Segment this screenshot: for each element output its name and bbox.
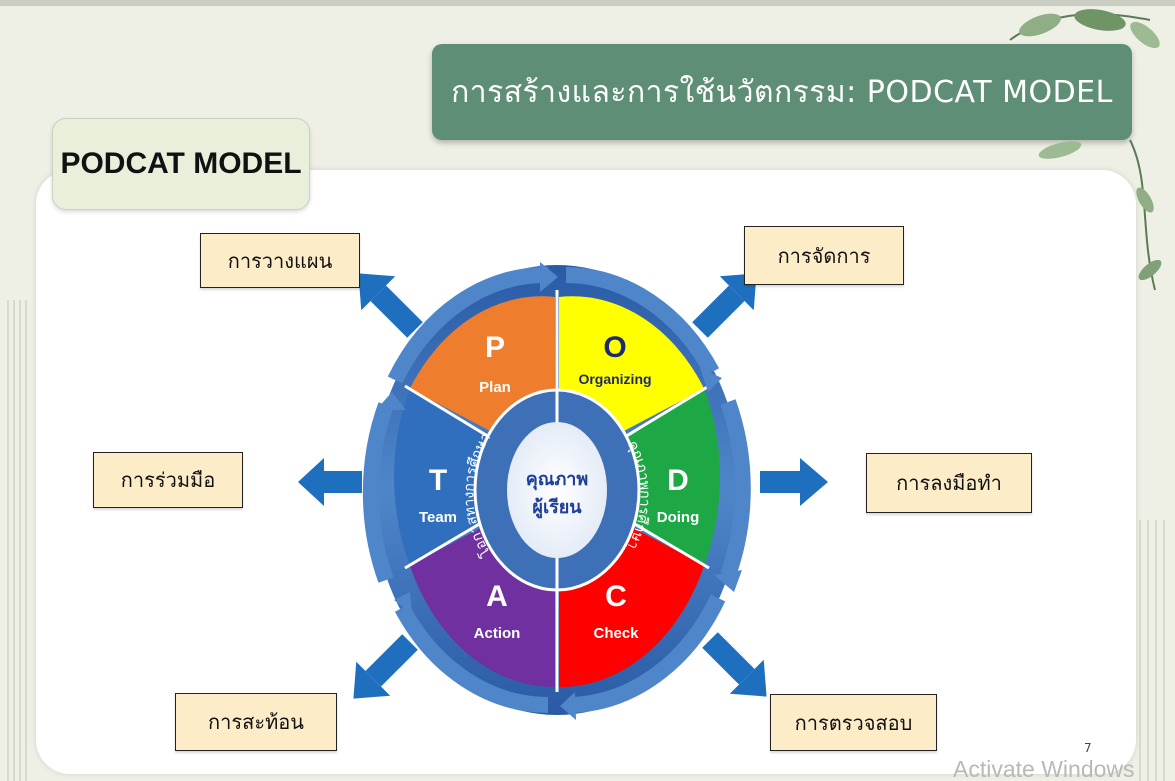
- cycle-arrowhead-icon: [394, 592, 412, 614]
- segment-letter-plan: P: [485, 331, 505, 364]
- segment-letter-organizing: O: [603, 331, 626, 364]
- cycle-arrow-bottom-right: [571, 594, 726, 713]
- label-do: การลงมือทำ: [866, 453, 1032, 513]
- segment-letter-action: A: [486, 580, 508, 613]
- segment-word-plan: Plan: [479, 379, 511, 396]
- segment-word-team: Team: [419, 509, 457, 526]
- leaf-decoration-icon: [1009, 9, 1162, 291]
- label-team: การร่วมมือ: [93, 452, 243, 508]
- center-text-line1: คุณภาพ: [526, 469, 589, 491]
- cycle-arrowhead-icon: [560, 692, 576, 720]
- segment-letter-doing: D: [667, 464, 689, 497]
- label-plan: การวางแผน: [200, 233, 360, 288]
- page-number: 7: [1084, 741, 1092, 755]
- arrow-to-do: [760, 458, 828, 506]
- cycle-arrowhead-icon: [376, 392, 406, 410]
- label-organize: การจัดการ: [744, 226, 904, 285]
- page-title: การสร้างและการใช้นวัตกรรม: PODCAT MODEL: [432, 44, 1132, 140]
- top-border: [0, 0, 1175, 6]
- label-reflect: การสะท้อน: [175, 693, 337, 751]
- cycle-arrowhead-icon: [714, 570, 742, 592]
- arrow-to-team: [298, 458, 362, 506]
- segment-word-action: Action: [474, 625, 521, 642]
- activation-watermark: Activate Windows: [953, 756, 1135, 781]
- arrow-to-reflect: [353, 634, 418, 699]
- cycle-arrowhead-icon: [700, 368, 722, 392]
- segment-word-check: Check: [593, 625, 639, 642]
- cycle-arrow-right: [720, 399, 751, 578]
- cycle-arrow-left: [362, 402, 394, 583]
- segment-letter-team: T: [429, 464, 447, 497]
- segment-word-organizing: Organizing: [578, 371, 651, 387]
- model-subtitle: PODCAT MODEL: [52, 118, 310, 210]
- center-circle: [507, 422, 607, 558]
- arrow-to-check: [702, 632, 767, 697]
- segment-word-doing: Doing: [657, 509, 700, 526]
- center-text-line2: ผู้เรียน: [532, 497, 582, 519]
- cycle-arrowhead-icon: [540, 262, 558, 292]
- cycle-arrow-bottom-left: [394, 604, 549, 713]
- segment-letter-check: C: [605, 580, 627, 613]
- arrow-to-plan: [358, 273, 423, 338]
- label-check: การตรวจสอบ: [770, 694, 937, 751]
- cycle-arrow-top-left: [387, 266, 549, 384]
- cycle-arrow-top-right: [565, 267, 720, 376]
